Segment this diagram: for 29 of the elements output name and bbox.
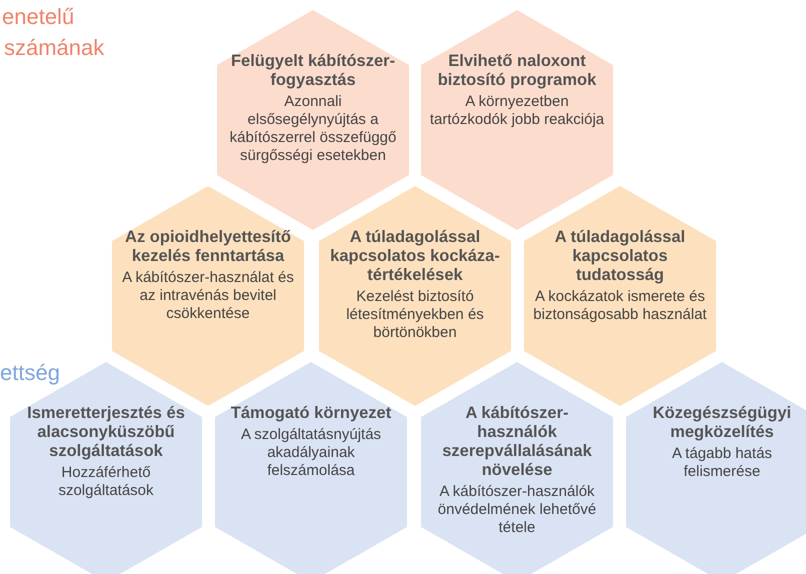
hexagon-tile [217, 10, 409, 230]
hexagon-title: A túladagolással kapcsolatos tudatosság [554, 228, 686, 285]
hexagon-title: Közegészségügyi megközelítés [652, 404, 792, 442]
hexagon-tile [626, 362, 806, 574]
hexagon-title: Az opioidhelyettesítő kezelés fenntartása [124, 228, 292, 266]
hexagon-title: Elvihető naloxont biztosító programok [436, 52, 598, 90]
hexagon-tile [421, 10, 613, 230]
hexagon-title: Felügyelt kábítószer-fogyasztás [230, 52, 396, 90]
hexagon-description: A kábítószer-használók önvédelmének lehetővé tétele [436, 483, 598, 537]
hexagon-description: Kezelést biztosító létesítményekben és börtönökben [345, 288, 485, 342]
section-heading: számának [4, 35, 104, 61]
hexagon-title: A túladagolással kapcsolatos kockáza-tértékelések [329, 228, 501, 285]
hexagon-title: Támogató környezet [230, 404, 392, 423]
hexagon-tile [421, 362, 613, 574]
hexagon-description: A kockázatok ismerete és biztonságosabb használat [532, 288, 708, 324]
hexagon-description: A tágabb hatás felismerése [670, 445, 774, 481]
hexagon-description: A környezetben tartózkodók jobb reakciója [428, 93, 606, 129]
section-heading: ettség [0, 360, 60, 386]
hexagon-description: Hozzáférhető szolgáltatások [57, 464, 155, 500]
hexagon-tile [319, 186, 511, 406]
hexagon-tile [112, 186, 304, 406]
hexagon-title: A kábítószer-használók szerepvállalásának növelése [441, 404, 593, 480]
hexagon-tile [524, 186, 716, 406]
section-heading: enetelű [2, 4, 74, 30]
hexagon-description: A kábítószer-használat és az intravénás bevitel csökkentése [121, 269, 295, 323]
hexagon-tile [215, 362, 407, 574]
hexagon-title: Ismeretterjesztés és alacsonyküszöbű szolgáltatások [26, 404, 186, 461]
hexagon-description: A szolgáltatásnyújtás akadályainak felszámolása [240, 426, 382, 480]
hexagon-description: Azonnali elsősegélynyújtás a kábítószerrel összefüggő sürgősségi esetekben [228, 93, 398, 165]
